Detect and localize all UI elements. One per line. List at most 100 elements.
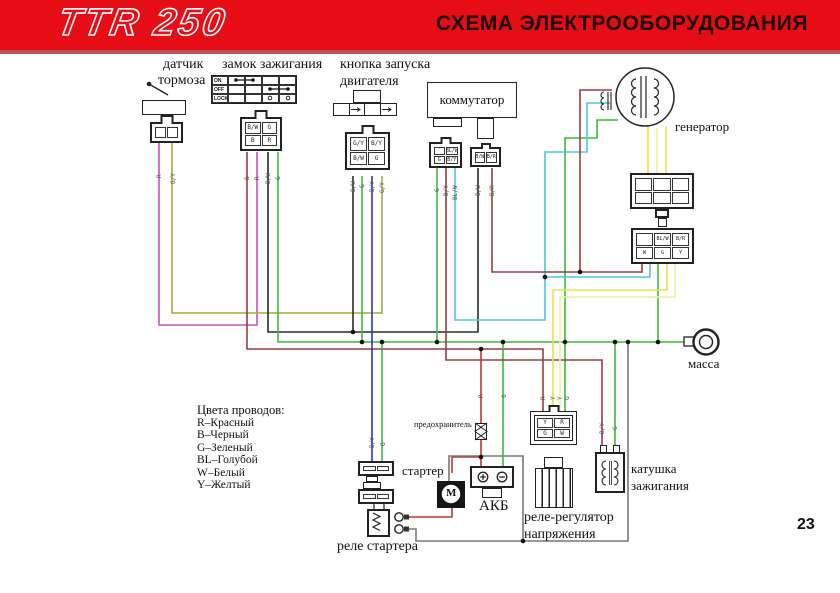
generator-connector-a: [630, 173, 694, 209]
legend-title: Цвета проводов:: [197, 403, 285, 417]
junction-dot: [350, 329, 356, 335]
start-button-cap: [353, 90, 381, 103]
wire-label: B/Y: [443, 185, 450, 196]
wire-label: G: [275, 176, 282, 180]
junction-dot: [379, 339, 385, 345]
relay-plug-b: [363, 482, 381, 489]
start-button-label-1: кнопка запуска: [340, 57, 431, 72]
wire-color-legend: Цвета проводов: R–Красный B–Черный G–Зел…: [197, 404, 285, 492]
junction-dot: [612, 339, 618, 345]
ttr250-logo: TTR 250: [54, 1, 232, 45]
wire-ignition-bw: [267, 152, 479, 333]
wire-gen-br: [580, 264, 643, 273]
wire-label: G: [564, 396, 571, 400]
battery-box: [470, 466, 514, 488]
brake-sensor-connector: [150, 115, 183, 143]
junction-dot: [655, 339, 661, 345]
battery-tab: [482, 488, 502, 498]
wire-label: R: [254, 176, 261, 180]
wire-label: BL/W: [452, 185, 459, 200]
starter-relay-label: реле стартера: [337, 539, 418, 554]
legend-item: G–Зеленый: [197, 441, 253, 454]
wire-label: G: [612, 426, 619, 430]
wire-label: R: [478, 394, 485, 398]
wire-label: R: [540, 396, 547, 400]
wire-label: B/Y: [369, 437, 376, 448]
start-button-label-2: двигателя: [340, 74, 399, 89]
wire-label: B/Y: [369, 181, 376, 192]
cdi-connector-2pin: B/W B/R: [470, 143, 501, 167]
legend-item: B–Черный: [197, 429, 249, 441]
generator-icon: [615, 67, 675, 127]
wire-coil-by: [445, 168, 603, 446]
legend-item: W–Белый: [197, 466, 245, 479]
brake-sensor-body: [142, 100, 186, 115]
coil-label-2: зажигания: [631, 478, 689, 493]
wire-label: Y: [557, 396, 564, 400]
junction-dot: [577, 269, 583, 275]
coil-label-1: катушка: [631, 461, 677, 476]
commutator-label: коммутатор: [439, 92, 505, 107]
ignition-lock-table: ON OFF LOCK: [211, 75, 297, 104]
wire-label: G: [380, 442, 387, 446]
wire-label: B/W: [265, 173, 272, 184]
legend-item: Y–Желтый: [197, 479, 251, 491]
wire-ignition-b: [246, 152, 544, 412]
relay-connector-b: [358, 489, 394, 504]
ignition-coil-box: [595, 452, 625, 493]
wire-ground-bus: [277, 152, 688, 343]
wire-label: G/Y: [379, 182, 386, 193]
page-number: 23: [797, 516, 815, 533]
regulator-heatsink: [535, 468, 573, 508]
regulator-tab: [544, 457, 563, 468]
brake-sensor-label-1: датчик: [163, 57, 204, 72]
ground-ring-icon: [683, 328, 720, 356]
brake-sensor-label-2: тормоза: [158, 73, 206, 88]
junction-dot: [500, 339, 506, 345]
page-title: СХЕМА ЭЛЕКТРООБОРУДОВАНИЯ: [436, 12, 808, 35]
regulator-label-2: напряжения: [524, 527, 596, 542]
wire-label: G: [501, 394, 508, 398]
cdi-connector-4pin: BL/W G B/Y: [429, 137, 462, 168]
junction-dot: [542, 274, 548, 280]
starter-motor-letter: M: [446, 487, 457, 499]
wire-brake-r: [158, 143, 258, 326]
wire-label: B/W: [475, 185, 482, 196]
junction-dot: [434, 339, 440, 345]
legend-item: R–Красный: [197, 416, 255, 429]
generator-connector-b: BL/W B/R W G Y: [631, 228, 694, 264]
junction-dot: [625, 339, 631, 345]
wire-label: G/Y: [170, 173, 177, 184]
wire-label: B/R: [489, 185, 496, 196]
junction-dot: [359, 339, 365, 345]
header-banner: TTR 250 СХЕМА ЭЛЕКТРООБОРУДОВАНИЯ: [0, 0, 840, 54]
legend-item: BL–Голубой: [197, 454, 258, 466]
commutator-tab-left: [433, 118, 462, 127]
starter-label: стартер: [402, 463, 444, 478]
start-button-body: [333, 103, 397, 116]
wire-label: B: [244, 176, 251, 180]
regulator-connector: Y R G W: [534, 405, 573, 441]
ignition-lock-label: замок зажигания: [222, 57, 323, 72]
pickup-coil-icon: [600, 91, 612, 111]
junction-dot: [478, 454, 484, 460]
wire-g-gen-reg: [564, 119, 618, 412]
wire-gen-y: [552, 264, 668, 412]
generator-connector-plug-tip: [658, 218, 667, 227]
wire-gen-blw: [545, 264, 651, 278]
relay-connector-a: [358, 461, 394, 476]
generator-connector-plug: [655, 209, 669, 218]
wire-label: G: [434, 188, 441, 192]
relay-plug-a: [366, 476, 378, 482]
ignition-lock-connector: B/W G B R: [240, 110, 282, 151]
battery-label: АКБ: [479, 498, 509, 514]
ground-label: масса: [688, 356, 720, 371]
wire-label: G: [359, 184, 366, 188]
generator-label: генератор: [675, 119, 730, 134]
fuse-label: предохранитель: [414, 419, 472, 429]
junction-dot: [562, 339, 568, 345]
wire-label: B/W: [350, 181, 357, 192]
